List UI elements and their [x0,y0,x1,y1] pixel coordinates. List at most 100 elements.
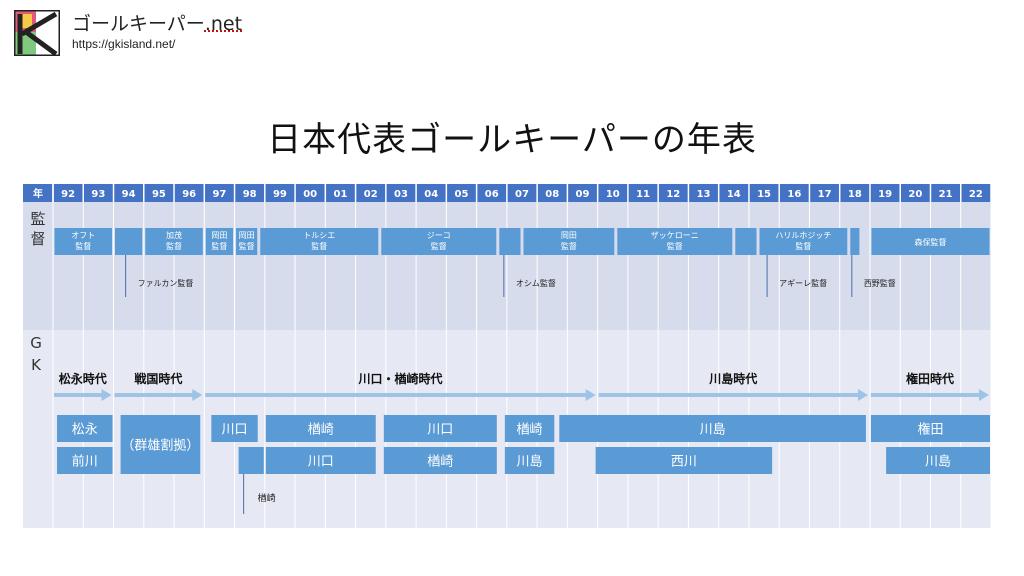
gk-row-label: K [31,356,42,374]
manager-block [735,228,757,255]
manager-title: 監督 [239,241,255,251]
site-name[interactable]: ゴールキーパー.net [72,13,242,35]
site-logo[interactable] [14,10,60,56]
manager-block [499,228,521,255]
gk-block-label: 楢崎 [517,423,543,438]
gk-merged-block-label: （群雄割拠） [121,438,199,454]
manager-name: 加茂 [166,230,182,240]
manager-block [850,228,860,255]
gk-block [383,447,497,474]
manager-name: ハリルホジッチ [775,231,831,240]
manager-title: 監督 [667,241,683,251]
year-label: 94 [122,189,136,200]
gk-block [211,415,258,442]
manager-row-label: 督 [30,230,45,248]
year-label: 97 [212,189,226,200]
gk-block-label: 楢崎 [427,455,453,470]
page-title: 日本代表ゴールキーパーの年表 [267,120,757,160]
manager-block [523,228,615,255]
year-label: 99 [273,189,287,200]
era-label: 川口・楢崎時代 [357,371,442,386]
year-label: 13 [697,189,711,200]
manager-block [871,228,990,255]
gk-block [504,415,555,442]
year-label: 01 [333,189,347,200]
era-arrow-head [857,389,868,401]
manager-note: オシム監督 [516,278,556,288]
manager-name: オフト [71,231,95,240]
manager-title: 監督 [311,241,327,251]
gk-block-label: 川口 [308,455,334,470]
year-header-label: 年 [33,187,43,200]
gk-block [265,447,376,474]
site-url[interactable]: https://gkisland.net/ [72,37,176,51]
manager-block [260,228,379,255]
era-label: 戦国時代 [134,371,182,386]
manager-title: 監督 [795,241,811,251]
year-label: 11 [636,189,650,200]
year-label: 09 [576,189,590,200]
year-label: 04 [424,189,438,200]
gk-block-label: 川島 [517,455,543,470]
gk-block [559,415,866,442]
manager-title: 監督 [431,241,447,251]
gk-merged-block [120,415,201,474]
year-label: 21 [939,189,953,200]
manager-row-label: 監 [30,210,45,228]
gk-block-label: 楢崎 [308,423,334,438]
era-arrow-head [192,389,203,401]
year-label: 18 [848,189,862,200]
manager-block [54,228,113,255]
manager-name: 岡田 [561,231,577,240]
year-label: 20 [908,189,922,200]
year-label: 14 [727,189,741,200]
year-label: 15 [757,189,771,200]
gk-block-label: 西川 [671,455,697,470]
year-label: 12 [666,189,680,200]
gk-block-label: 前川 [72,454,98,470]
manager-block [205,228,234,255]
manager-name: 岡田 [211,231,227,240]
year-label: 17 [818,189,832,200]
manager-note: アギーレ監督 [779,278,827,288]
manager-note: ファルカン監督 [138,278,194,288]
year-label: 16 [787,189,801,200]
manager-block [145,228,203,255]
era-arrow-head [979,389,989,401]
year-label: 06 [485,189,499,200]
era-label: 松永時代 [59,371,107,386]
era-arrow-head [585,389,596,401]
manager-block [617,228,733,255]
gk-block [504,447,555,474]
gk-block-label: 川口 [427,423,453,438]
manager-note: 西野監督 [864,278,896,288]
manager-name: 岡田 [239,231,255,240]
year-label: 22 [969,189,983,200]
site-tld: .net [204,13,243,35]
manager-block [759,228,848,255]
manager-name: トルシエ [303,231,335,240]
gk-block-label: 川口 [222,423,248,438]
year-label: 05 [455,189,469,200]
year-label: 93 [91,189,105,200]
manager-name: ザッケローニ [651,231,699,240]
manager-title: 監督 [166,241,182,251]
gk-block-label: 川島 [925,455,951,470]
gk-block-label: 権田 [917,422,943,438]
gk-block [870,415,990,442]
manager-block [236,228,258,255]
manager-block [381,228,497,255]
gk-block-label: 川島 [700,423,726,438]
year-label: 03 [394,189,408,200]
era-label: 川島時代 [708,371,757,386]
year-label: 00 [303,189,317,200]
manager-title: 監督 [561,241,577,251]
site-name-text: ゴールキーパー [72,13,205,35]
manager-block [115,228,143,255]
year-label: 02 [364,189,378,200]
manager-name: ジーコ [427,231,451,240]
manager-name: 森保監督 [914,237,946,247]
gk-block [57,447,113,474]
gk-block [238,447,264,474]
